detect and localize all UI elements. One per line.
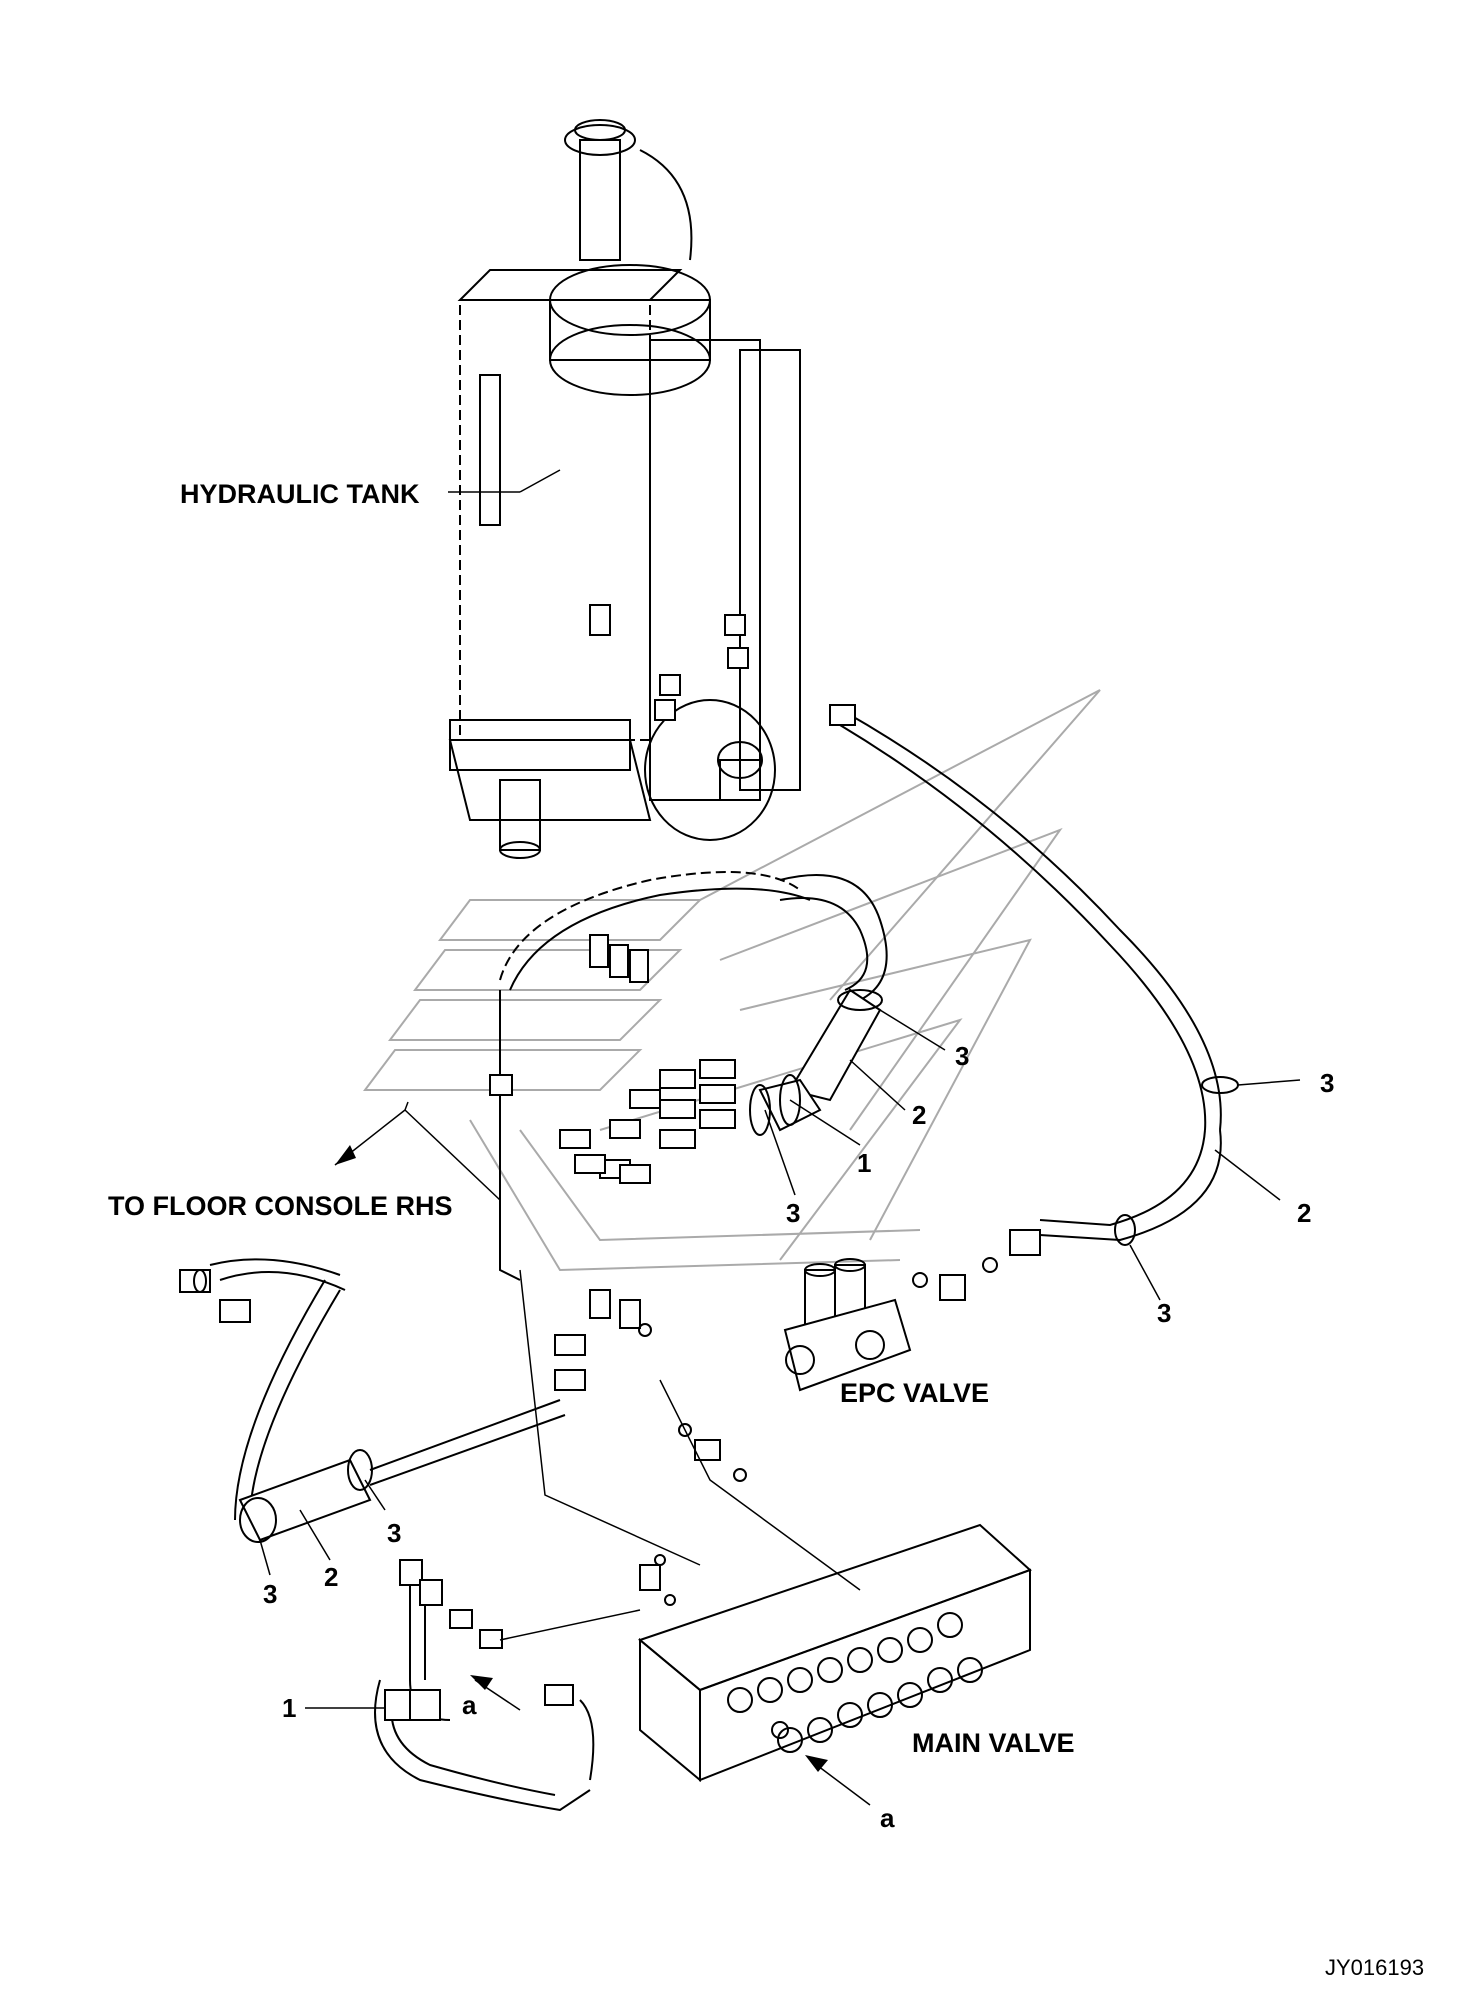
callout-3-left-a: 3	[387, 1518, 401, 1548]
drawing-code: JY016193	[1325, 1955, 1424, 1980]
leader-lines	[259, 469, 1301, 1806]
callout-a-left: a	[462, 1690, 477, 1720]
callout-2-upper: 2	[912, 1100, 926, 1130]
main-valve-label: MAIN VALVE	[912, 1728, 1075, 1758]
return-hose	[829, 704, 1239, 1246]
main-valve-drawing	[519, 1269, 1032, 1783]
callout-2-lower: 2	[324, 1562, 338, 1592]
callout-a-bottom: a	[880, 1803, 895, 1833]
callout-3-right-bottom: 3	[1157, 1298, 1171, 1328]
callout-1-lower: 1	[282, 1693, 296, 1723]
callout-1-upper: 1	[857, 1148, 871, 1178]
floor-console-label: TO FLOOR CONSOLE RHS	[108, 1191, 453, 1221]
callout-2-right: 2	[1297, 1198, 1311, 1228]
callout-3-left-b: 3	[263, 1579, 277, 1609]
valve-ports	[727, 1612, 983, 1753]
callout-3-upper: 3	[955, 1041, 969, 1071]
callout-3-right-top: 3	[1320, 1068, 1334, 1098]
epc-valve-label: EPC VALVE	[840, 1378, 989, 1408]
hydraulic-tank-drawing	[448, 119, 801, 859]
epc-valve-drawing	[783, 1229, 1041, 1392]
hydraulic-tank-label: HYDRAULIC TANK	[180, 479, 420, 509]
upper-hose-bundle	[489, 871, 888, 1281]
callout-3-mid: 3	[786, 1198, 800, 1228]
lower-left-hose	[179, 1258, 747, 1543]
watermark-logo	[363, 689, 1101, 1272]
lower-hose-assembly	[374, 1559, 641, 1812]
